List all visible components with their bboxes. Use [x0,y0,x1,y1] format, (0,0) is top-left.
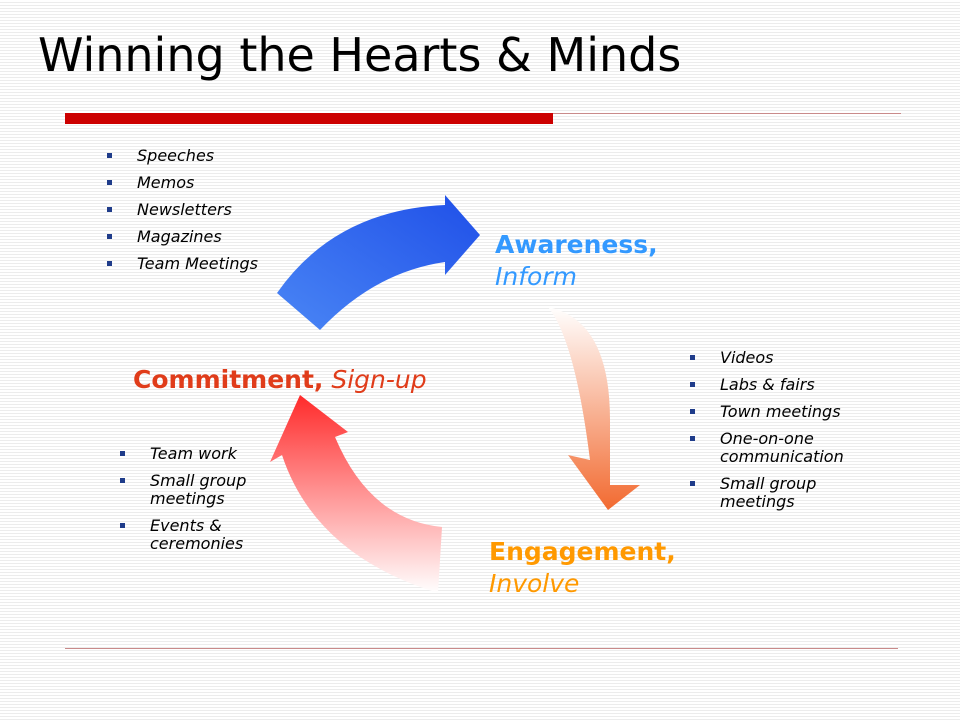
list-item: Labs & fairs [688,376,893,394]
list-item: Team work [118,445,268,463]
stage-awareness-action: Inform [495,262,577,291]
list-item: Small group meetings [118,472,268,508]
list-item: Memos [105,174,305,192]
awareness-arrow [277,195,480,330]
list-item: Events & ceremonies [118,517,268,553]
bullet-square-icon [690,409,695,414]
bullet-square-icon [107,153,112,158]
stage-commitment-action: Sign-up [331,365,427,394]
involve-channels-list: Videos Labs & fairs Town meetings One-on… [688,349,893,520]
bottom-divider [65,648,898,649]
bullet-square-icon [120,451,125,456]
commit-channels-list: Team work Small group meetings Events & … [118,445,268,562]
list-item: Newsletters [105,201,305,219]
bullet-square-icon [107,207,112,212]
list-item: Videos [688,349,893,367]
stage-commitment-label: Commitment, [133,365,324,394]
inform-channels-list: Speeches Memos Newsletters Magazines Tea… [105,147,305,282]
list-item: Team Meetings [105,255,305,273]
stage-awareness-label: Awareness, [495,230,658,259]
commitment-arrow [270,395,442,593]
top-divider [553,113,901,114]
list-item: Town meetings [688,403,893,421]
bullet-square-icon [107,180,112,185]
list-item: Speeches [105,147,305,165]
stage-engagement-label: Engagement, [489,537,676,566]
stage-engagement: Engagement, Involve [489,536,676,600]
stage-awareness: Awareness, Inform [495,229,658,293]
bullet-square-icon [107,261,112,266]
bullet-square-icon [120,523,125,528]
list-item: Small group meetings [688,475,850,511]
slide-title: Winning the Hearts & Minds [38,28,682,82]
list-item: Magazines [105,228,305,246]
stage-commitment: Commitment, Sign-up [133,364,427,396]
bullet-square-icon [690,355,695,360]
bullet-square-icon [120,478,125,483]
bullet-square-icon [107,234,112,239]
bullet-square-icon [690,382,695,387]
engagement-arrow [548,307,640,510]
stage-engagement-action: Involve [489,569,580,598]
title-accent-bar [65,113,553,124]
bullet-square-icon [690,436,695,441]
list-item: One-on-one communication [688,430,860,466]
bullet-square-icon [690,481,695,486]
